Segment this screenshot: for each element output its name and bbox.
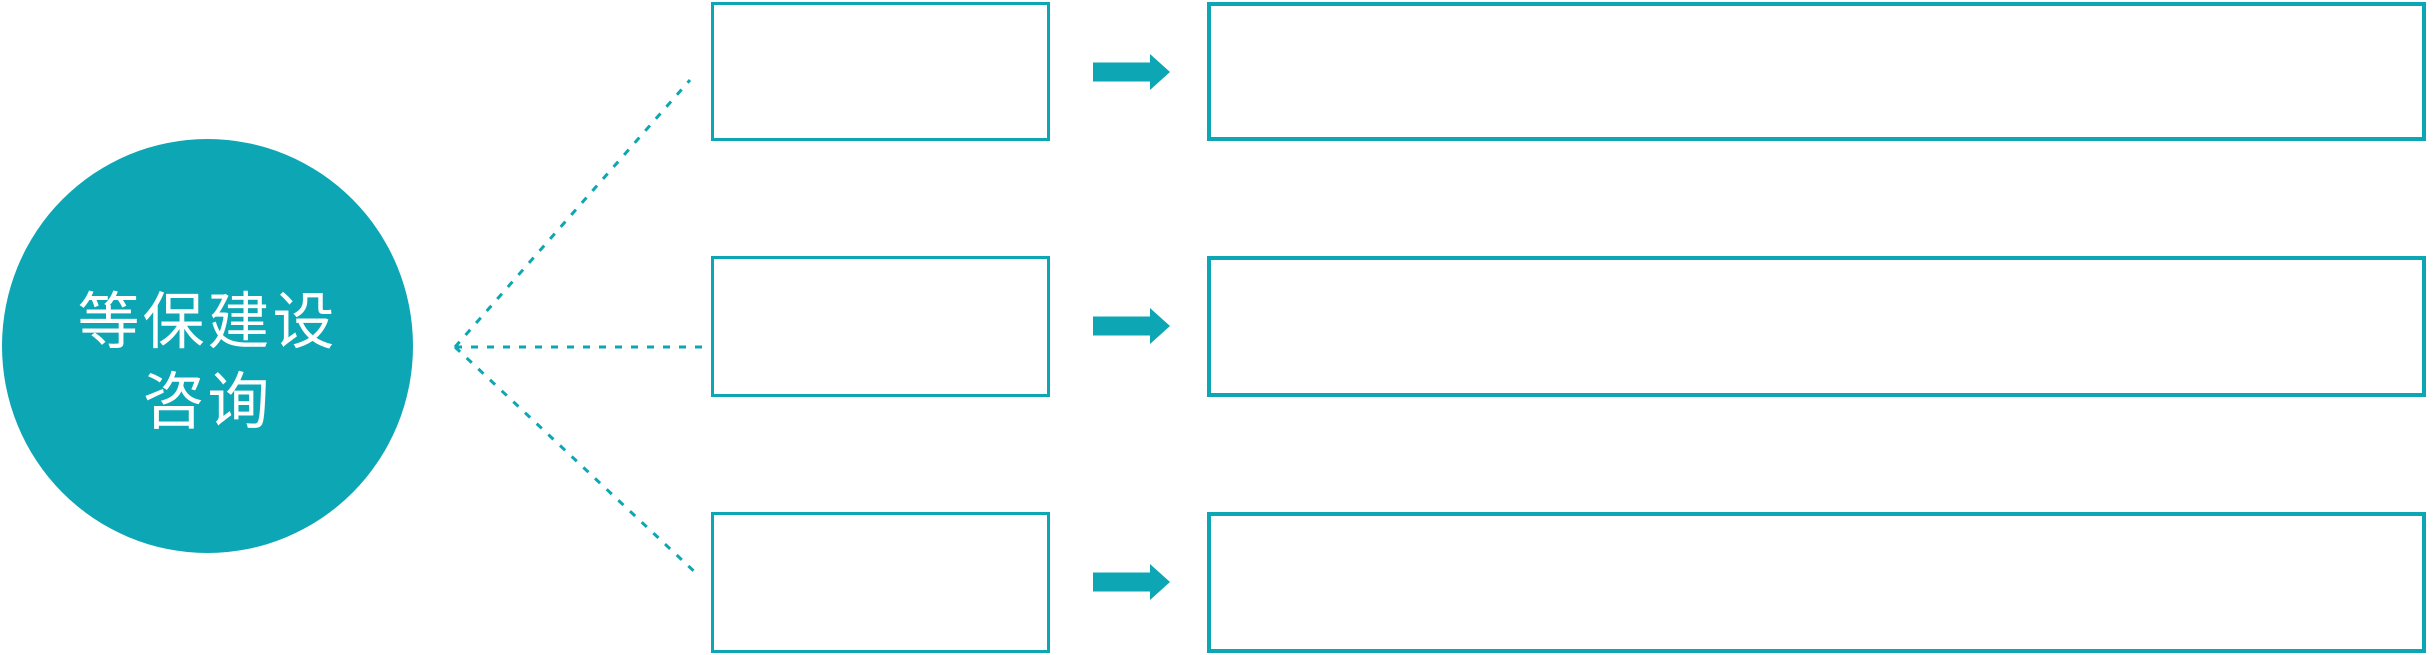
arrow-right-icon [1093, 564, 1170, 600]
arrow-right-icon-shape [1093, 308, 1170, 344]
topic-label: 等保建设 咨询 [77, 283, 337, 443]
detail-box-1 [1207, 2, 2426, 141]
topic-circle: 等保建设 咨询 [2, 139, 413, 553]
dotted-line-top [453, 79, 692, 348]
arrow-right-icon-shape [1093, 564, 1170, 600]
arrow-right-icon [1093, 54, 1170, 90]
branch-box-1 [711, 2, 1050, 141]
detail-box-2 [1207, 256, 2426, 397]
branch-box-2 [711, 256, 1050, 397]
detail-box-3 [1207, 512, 2426, 653]
topic-label-line2: 咨询 [142, 368, 273, 437]
arrow-right-icon-shape [1093, 54, 1170, 90]
branch-box-3 [711, 512, 1050, 653]
arrow-right-icon [1093, 308, 1170, 344]
topic-label-line1: 等保建设 [77, 288, 338, 357]
dotted-line-bottom [453, 345, 700, 577]
